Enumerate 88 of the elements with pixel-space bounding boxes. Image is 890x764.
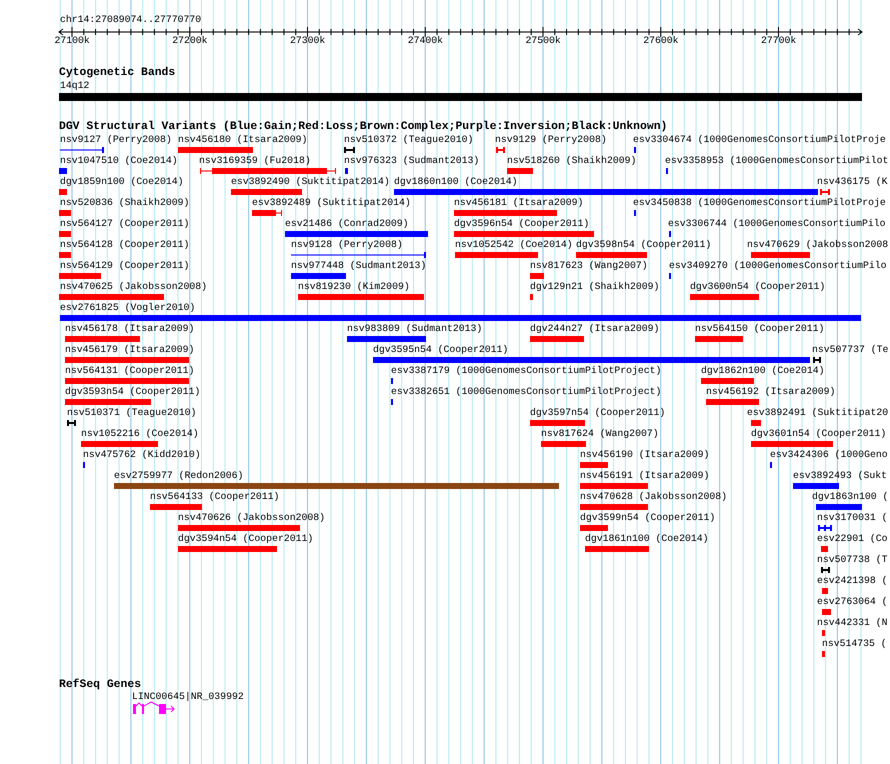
- variant-label: esv3409270 (1000GenomesConsortiumPilo: [669, 260, 887, 272]
- variant-label: nsv1052542 (Coe2014): [455, 239, 573, 251]
- variant-label: nsv983809 (Sudmant2013): [347, 323, 482, 335]
- variant-label: nsv518260 (Shaikh2009): [507, 155, 636, 167]
- variant-label: esv3424306 (1000Geno: [770, 449, 888, 461]
- variant-label: nsv456179 (Itsara2009): [65, 344, 194, 356]
- variant-label: nsv1052216 (Coe2014): [81, 428, 199, 440]
- variant-label: nsv456191 (Itsara2009): [580, 470, 710, 482]
- tick-label: 27200k: [172, 35, 208, 47]
- tick-label: 27700k: [761, 35, 796, 47]
- variant-label: nsv507737 (Te: [812, 344, 888, 356]
- variant-label: esv2763064 (: [817, 596, 888, 608]
- tick-label: 27600k: [643, 35, 679, 47]
- variant-label: nsv475762 (Kidd2010): [83, 449, 201, 461]
- variant-label: nsv436175 (K: [817, 176, 888, 188]
- variant-label: nsv9129 (Perry2008): [495, 134, 607, 146]
- variant-label: nsv456180 (Itsara2009): [178, 134, 308, 146]
- gene-label: LINC00645|NR_039992: [132, 691, 244, 703]
- variant-label: nsv817624 (Wang2007): [541, 428, 659, 440]
- tick-label: 27500k: [526, 35, 561, 47]
- variant-label: esv2759977 (Redon2006): [114, 470, 244, 482]
- variant-label: dgv1862n100 (Coe2014): [701, 365, 824, 377]
- variant-label: dgv1861n100 (Coe2014): [585, 533, 708, 545]
- variant-label: esv3892491 (Suktitipat20: [747, 407, 888, 419]
- variant-label: dgv3595n54 (Cooper2011): [373, 344, 508, 356]
- variant-label: dgv129n21 (Shaikh2009): [530, 281, 660, 293]
- variant-label: esv3892490 (Suktitipat2014): [231, 176, 390, 188]
- variant-label: nsv470626 (Jakobsson2008): [178, 512, 325, 524]
- variant-label: nsv977448 (Sudmant2013): [291, 260, 426, 272]
- variant-label: nsv3170031 (: [817, 512, 888, 524]
- variant-label: nsv9128 (Perry2008): [291, 239, 403, 251]
- variant-label: nsv564150 (Cooper2011): [695, 323, 824, 335]
- variant-label: nsv456178 (Itsara2009): [65, 323, 194, 335]
- variant-label: nsv564131 (Cooper2011): [65, 365, 194, 377]
- variant-label: nsv520836 (Shaikh2009): [60, 197, 190, 209]
- variant-label: nsv510371 (Teague2010): [67, 407, 196, 419]
- variant-label: nsv564127 (Cooper2011): [60, 218, 190, 230]
- variant-label: nsv9127 (Perry2008): [60, 134, 172, 146]
- variant-label: nsv470629 (Jakobsson2008: [747, 239, 888, 251]
- variant-label: nsv510372 (Teague2010): [344, 134, 474, 146]
- variant-label: dgv3601n54 (Cooper2011): [751, 428, 886, 440]
- variant-label: nsv514735 (: [822, 638, 887, 650]
- tick-label: 27300k: [290, 35, 326, 47]
- variant-label: esv2421398 (: [817, 575, 888, 587]
- variant-label: nsv456190 (Itsara2009): [580, 449, 710, 461]
- variant-label: nsv3169359 (Fu2018): [199, 155, 311, 167]
- variant-label: nsv456181 (Itsara2009): [454, 197, 584, 209]
- variant-label: dgv3597n54 (Cooper2011): [530, 407, 666, 419]
- tick-label: 27400k: [408, 35, 444, 47]
- variant-label: esv3387179 (1000GenomesConsortiumPilotProject): [391, 365, 662, 377]
- variant-label: esv3450838 (1000GenomesConsortiumPilotProje: [633, 197, 886, 209]
- tick-label: 27100k: [54, 35, 90, 47]
- variant-label: dgv1863n100 (: [812, 491, 888, 503]
- variant-label: dgv3598n54 (Cooper2011): [576, 239, 712, 251]
- variant-label: nsv442331 (N: [817, 617, 888, 629]
- variant-label: nsv456192 (Itsara2009): [706, 386, 836, 398]
- variant-label: esv3304674 (1000GenomesConsortiumPilotProje: [633, 134, 886, 146]
- variant-label: dgv3593n54 (Cooper2011): [65, 386, 200, 398]
- variant-label: esv3382651 (1000GenomesConsortiumPilotProject): [391, 386, 662, 398]
- variant-label: esv3892493 (Sukt: [793, 470, 888, 482]
- variant-label: nsv817623 (Wang2007): [530, 260, 648, 272]
- variant-label: nsv976323 (Sudmant2013): [344, 155, 480, 167]
- variant-label: esv3892489 (Suktitipat2014): [252, 197, 411, 209]
- variant-label: nsv470628 (Jakobsson2008): [580, 491, 727, 503]
- variant-label: nsv564128 (Cooper2011): [60, 239, 190, 251]
- track-title: DGV Structural Variants (Blue:Gain;Red:Loss;Brown:Complex;Purple:Inversion;Black:Unknown): [59, 121, 668, 134]
- variant-label: nsv819230 (Kim2009): [298, 281, 410, 293]
- track-title: Cytogenetic Bands: [59, 67, 176, 80]
- variant-label: esv2761825 (Vogler2010): [60, 302, 196, 314]
- variant-label: nsv564133 (Cooper2011): [150, 491, 280, 503]
- variant-label: esv3306744 (1000GenomesConsortiumPilo: [668, 218, 886, 230]
- variant-label: esv22901 (Co: [817, 533, 888, 545]
- variant-label: nsv1047510 (Coe2014): [60, 155, 178, 167]
- variant-label: dgv3596n54 (Cooper2011): [454, 218, 590, 230]
- band-label: 14q12: [60, 80, 90, 92]
- track-title: RefSeq Genes: [59, 679, 142, 692]
- variant-label: esv3358953 (1000GenomesConsortiumPilot: [665, 155, 888, 167]
- variant-label: dgv1859n100 (Coe2014): [60, 176, 184, 188]
- variant-label: dgv3594n54 (Cooper2011): [178, 533, 314, 545]
- variant-label: nsv470625 (Jakobsson2008): [60, 281, 207, 293]
- variant-label: dgv1860n100 (Coe2014): [394, 176, 518, 188]
- variant-label: dgv3599n54 (Cooper2011): [580, 512, 716, 524]
- variant-label: dgv244n27 (Itsara2009): [530, 323, 660, 335]
- region-coordinates: chr14:27089074..27770770: [60, 14, 202, 26]
- variant-label: nsv564129 (Cooper2011): [60, 260, 190, 272]
- variant-label: esv21486 (Conrad2009): [285, 218, 408, 230]
- variant-label: dgv3600n54 (Cooper2011): [690, 281, 826, 293]
- variant-label: nsv507738 (T: [817, 554, 888, 566]
